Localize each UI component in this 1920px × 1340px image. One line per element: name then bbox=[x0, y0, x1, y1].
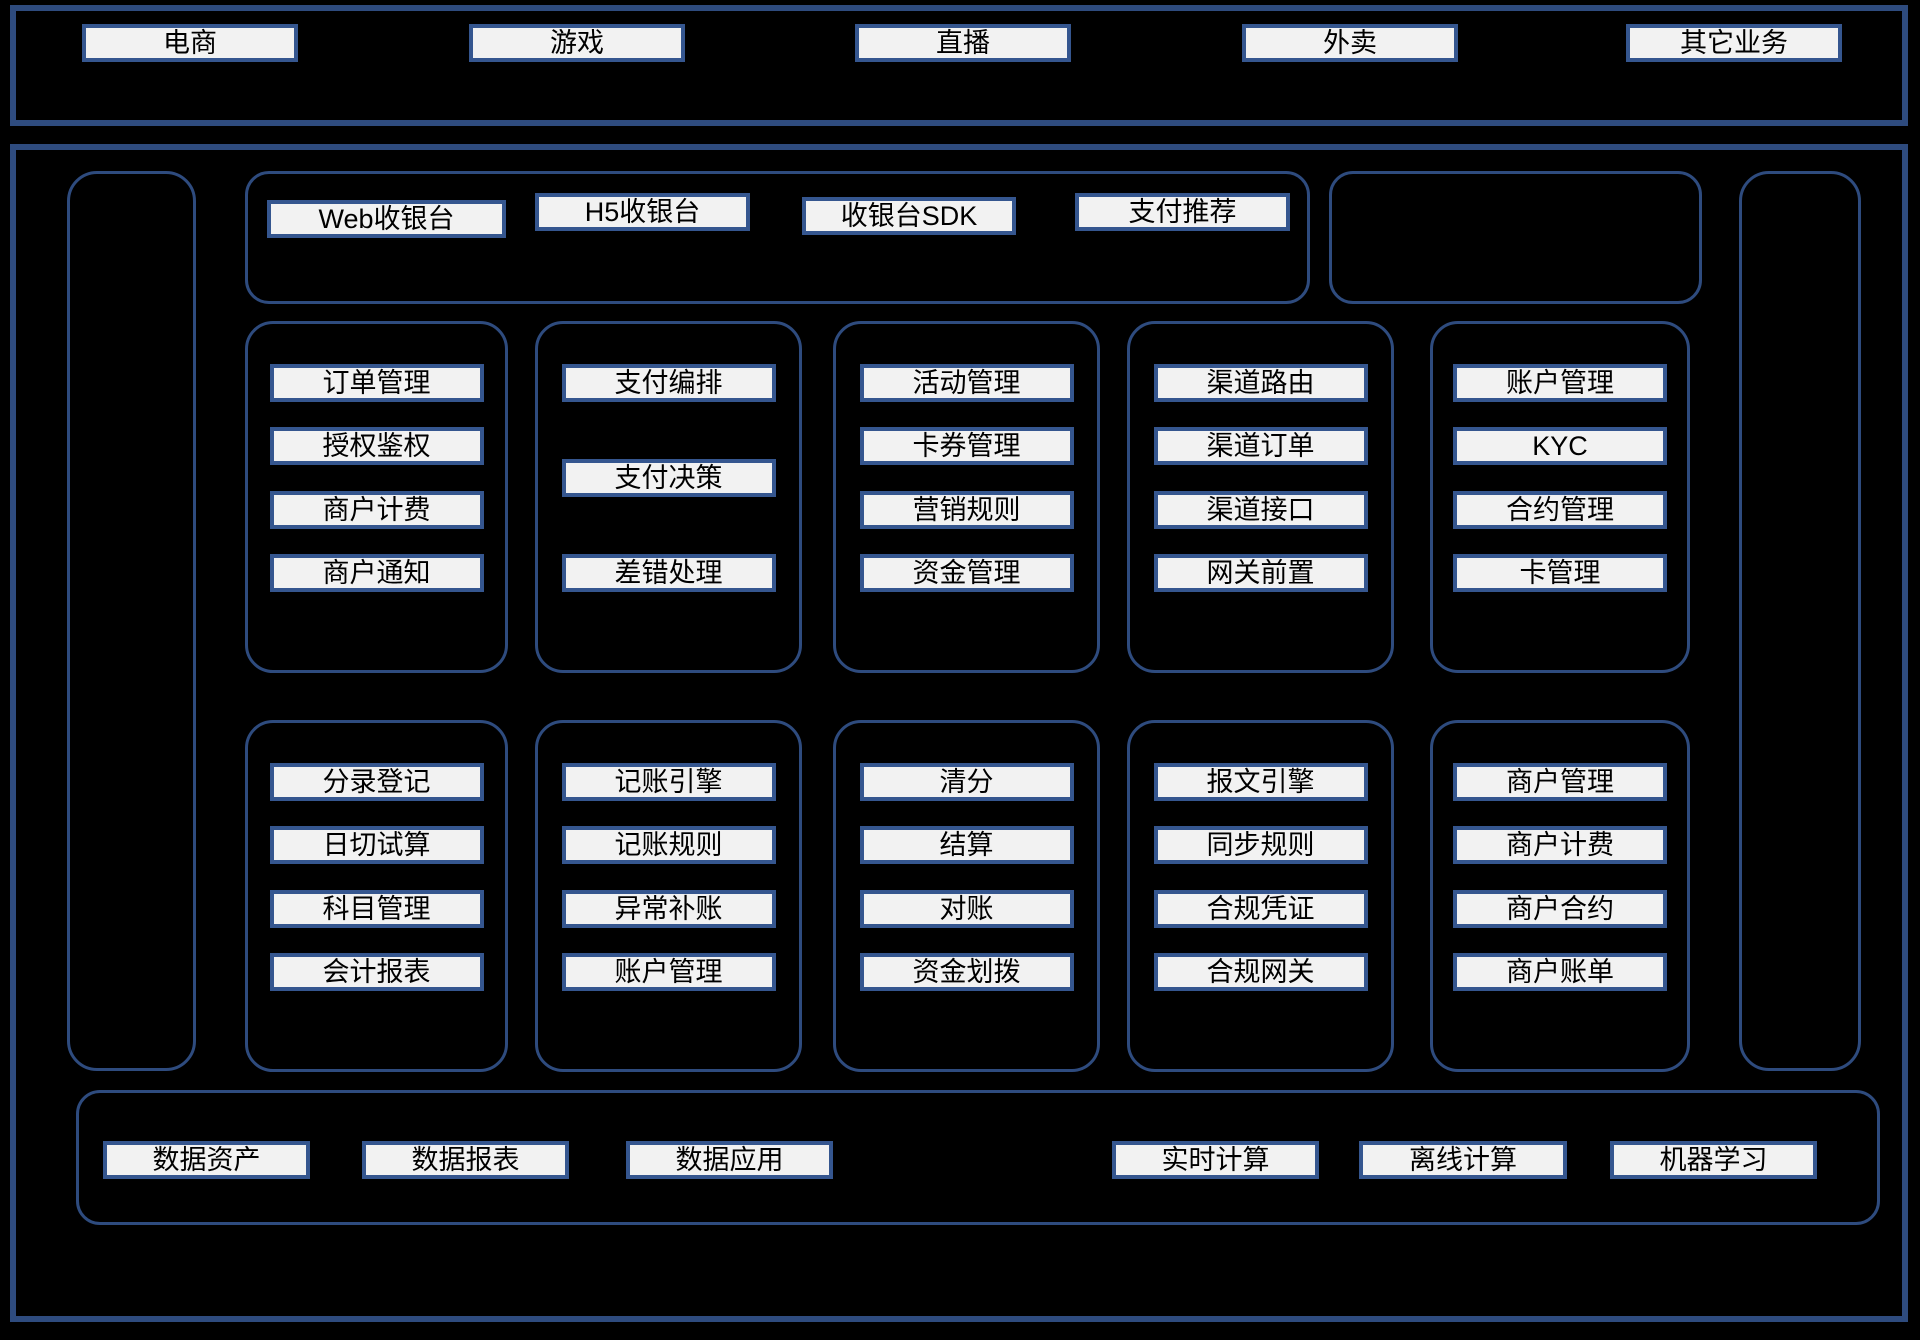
diagram-node: 外卖 bbox=[1242, 24, 1458, 62]
panel-row2-col2: 记账引擎 记账规则 异常补账 账户管理 bbox=[535, 720, 802, 1072]
diagram-node: 支付编排 bbox=[561, 364, 776, 402]
business-layer-container: 电商 游戏 直播 外卖 其它业务 bbox=[10, 5, 1908, 126]
panel-row1-col3: 活动管理 卡券管理 营销规则 资金管理 bbox=[833, 321, 1100, 673]
diagram-node: 网关前置 bbox=[1153, 554, 1368, 592]
diagram-node: 清分 bbox=[859, 763, 1074, 801]
diagram-node: 支付决策 bbox=[561, 459, 776, 497]
left-rail-panel bbox=[67, 171, 196, 1071]
diagram-node: 记账规则 bbox=[561, 826, 776, 864]
diagram-node: 同步规则 bbox=[1153, 826, 1368, 864]
diagram-node: 合规凭证 bbox=[1153, 890, 1368, 928]
diagram-node: 游戏 bbox=[469, 24, 685, 62]
diagram-node: 数据报表 bbox=[362, 1141, 569, 1179]
diagram-node: 商户账单 bbox=[1453, 953, 1667, 991]
diagram-node: 支付推荐 bbox=[1075, 193, 1290, 231]
diagram-node: 实时计算 bbox=[1112, 1141, 1319, 1179]
diagram-node: 会计报表 bbox=[269, 953, 484, 991]
diagram-node: 日切试算 bbox=[269, 826, 484, 864]
diagram-node: 报文引擎 bbox=[1153, 763, 1368, 801]
diagram-node: 授权鉴权 bbox=[269, 427, 484, 465]
diagram-node: 合约管理 bbox=[1453, 491, 1667, 529]
diagram-node: 电商 bbox=[82, 24, 298, 62]
diagram-node: 卡管理 bbox=[1453, 554, 1667, 592]
panel-row1-col1: 订单管理 授权鉴权 商户计费 商户通知 bbox=[245, 321, 508, 673]
diagram-node: 数据资产 bbox=[103, 1141, 310, 1179]
diagram-node: 结算 bbox=[859, 826, 1074, 864]
data-platform-panel: 数据资产 数据报表 数据应用 实时计算 离线计算 机器学习 bbox=[76, 1090, 1880, 1225]
diagram-node: 渠道接口 bbox=[1153, 491, 1368, 529]
panel-row2-col1: 分录登记 日切试算 科目管理 会计报表 bbox=[245, 720, 508, 1072]
diagram-node: 渠道路由 bbox=[1153, 364, 1368, 402]
diagram-node: 数据应用 bbox=[626, 1141, 833, 1179]
diagram-node: 资金划拨 bbox=[859, 953, 1074, 991]
diagram-node: 收银台SDK bbox=[802, 197, 1016, 235]
panel-row2-col3: 清分 结算 对账 资金划拨 bbox=[833, 720, 1100, 1072]
diagram-node: 账户管理 bbox=[561, 953, 776, 991]
diagram-node: 营销规则 bbox=[859, 491, 1074, 529]
diagram-node: 卡券管理 bbox=[859, 427, 1074, 465]
diagram-node: 记账引擎 bbox=[561, 763, 776, 801]
diagram-node: 商户计费 bbox=[269, 491, 484, 529]
platform-container: Web收银台 H5收银台 收银台SDK 支付推荐 订单管理 授权鉴权 商户计费 … bbox=[10, 144, 1908, 1322]
diagram-node: 离线计算 bbox=[1359, 1141, 1567, 1179]
diagram-node: 账户管理 bbox=[1453, 364, 1667, 402]
diagram-node: 商户管理 bbox=[1453, 763, 1667, 801]
diagram-node: 资金管理 bbox=[859, 554, 1074, 592]
right-rail-panel bbox=[1739, 171, 1861, 1071]
diagram-node: 差错处理 bbox=[561, 554, 776, 592]
diagram-node: 渠道订单 bbox=[1153, 427, 1368, 465]
diagram-node: 科目管理 bbox=[269, 890, 484, 928]
diagram-node: 订单管理 bbox=[269, 364, 484, 402]
diagram-node: 对账 bbox=[859, 890, 1074, 928]
diagram-node: 异常补账 bbox=[561, 890, 776, 928]
panel-row1-col2: 支付编排 支付决策 差错处理 bbox=[535, 321, 802, 673]
diagram-node: 商户合约 bbox=[1453, 890, 1667, 928]
panel-row2-col4: 报文引擎 同步规则 合规凭证 合规网关 bbox=[1127, 720, 1394, 1072]
diagram-node: Web收银台 bbox=[267, 200, 506, 238]
diagram-node: 合规网关 bbox=[1153, 953, 1368, 991]
panel-row2-col5: 商户管理 商户计费 商户合约 商户账单 bbox=[1430, 720, 1690, 1072]
diagram-node: 其它业务 bbox=[1626, 24, 1842, 62]
diagram-node: H5收银台 bbox=[535, 193, 750, 231]
diagram-node: 分录登记 bbox=[269, 763, 484, 801]
diagram-node: KYC bbox=[1453, 427, 1667, 465]
diagram-node: 活动管理 bbox=[859, 364, 1074, 402]
panel-row1-col4: 渠道路由 渠道订单 渠道接口 网关前置 bbox=[1127, 321, 1394, 673]
diagram-node: 商户通知 bbox=[269, 554, 484, 592]
diagram-node: 商户计费 bbox=[1453, 826, 1667, 864]
diagram-node: 机器学习 bbox=[1610, 1141, 1817, 1179]
panel-row1-col5: 账户管理 KYC 合约管理 卡管理 bbox=[1430, 321, 1690, 673]
reserved-panel bbox=[1329, 171, 1702, 304]
cashier-panel: Web收银台 H5收银台 收银台SDK 支付推荐 bbox=[245, 171, 1310, 304]
diagram-node: 直播 bbox=[855, 24, 1071, 62]
